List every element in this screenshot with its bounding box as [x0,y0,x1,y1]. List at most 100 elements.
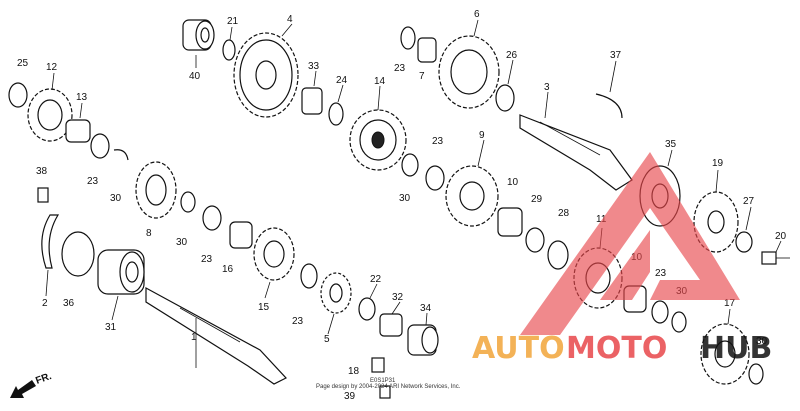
part-29-washer[interactable] [525,227,545,253]
part-6-gear[interactable] [438,35,500,109]
part-23-washer-d[interactable] [300,263,318,289]
part-26-washer[interactable] [495,84,515,112]
callout-1[interactable]: 1 [191,332,197,343]
callout-25[interactable]: 25 [17,58,29,69]
part-4-gear[interactable] [233,32,299,118]
part-18-bolt[interactable] [371,357,385,373]
callout-17[interactable]: 17 [724,298,736,309]
callout-14[interactable]: 14 [374,76,386,87]
callout-30c[interactable]: 30 [399,193,411,204]
front-direction-indicator: FR. [10,371,53,398]
footer-credit: Page design by 2004-2024 ARI Network Ser… [316,384,461,390]
callout-34[interactable]: 34 [420,303,432,314]
part-34-bearing[interactable] [407,324,439,356]
part-25-washer[interactable] [8,82,28,108]
part-17-gear[interactable] [700,323,750,385]
part-8-gear[interactable] [135,161,177,219]
callout-4[interactable]: 4 [287,14,293,25]
part-36-circlip[interactable] [61,231,95,277]
callout-22[interactable]: 22 [370,274,382,285]
callout-40[interactable]: 40 [189,71,201,82]
part-14-gear[interactable] [349,109,407,171]
part-2-bracket[interactable] [41,214,60,269]
part-9-gear[interactable] [445,165,499,227]
part-23-washer-a[interactable] [400,26,416,50]
callout-24[interactable]: 24 [336,75,348,86]
part-39-bolt[interactable] [379,385,391,399]
part-23-washer-c[interactable] [202,205,222,231]
callout-12[interactable]: 12 [46,62,58,73]
watermark-triangle-logo [520,152,740,335]
callout-38[interactable]: 38 [36,166,48,177]
callout-19[interactable]: 19 [712,158,724,169]
callout-18[interactable]: 18 [348,366,360,377]
part-23-washer-f[interactable] [651,300,669,324]
part-7-collar[interactable] [417,37,437,63]
callout-23a[interactable]: 23 [394,63,406,74]
callout-20[interactable]: 20 [775,231,787,242]
callout-36[interactable]: 36 [63,298,75,309]
part-31-bearing[interactable] [97,249,145,295]
callout-37[interactable]: 37 [610,50,622,61]
part-27-plate[interactable] [735,231,753,253]
callout-30b[interactable]: 30 [176,237,188,248]
callout-6[interactable]: 6 [474,9,480,20]
footer-code: E0S1P31 [370,378,396,384]
part-23-washer-e[interactable] [425,165,445,191]
callout-26[interactable]: 26 [506,50,518,61]
watermark-text-auto: AUTO [472,331,565,366]
callout-23e[interactable]: 23 [432,136,444,147]
part-12-gear[interactable] [27,88,73,142]
part-30-circlip-b[interactable] [180,191,196,213]
callout-23b[interactable]: 23 [87,176,99,187]
callout-2[interactable]: 2 [42,298,48,309]
callout-11[interactable]: 11 [596,214,607,225]
part-32-needle-bearing[interactable] [379,313,403,337]
callout-8[interactable]: 8 [146,228,152,239]
callout-23f[interactable]: 23 [655,268,667,279]
part-10-bushing-a[interactable] [497,207,523,237]
callout-32[interactable]: 32 [392,292,404,303]
part-1-mainshaft[interactable] [145,286,287,385]
watermark-text-hub: HUB [700,331,772,366]
callout-10a[interactable]: 10 [507,177,519,188]
callout-30e[interactable]: 30 [756,336,768,347]
callout-15[interactable]: 15 [258,302,270,313]
part-33-needle-bearing[interactable] [301,87,323,115]
callout-21[interactable]: 21 [227,16,239,27]
callout-5[interactable]: 5 [324,334,330,345]
part-30-circlip-a[interactable] [113,149,129,161]
callout-31[interactable]: 31 [105,322,117,333]
callout-13[interactable]: 13 [76,92,88,103]
callout-33[interactable]: 33 [308,61,320,72]
callout-35[interactable]: 35 [665,139,677,150]
callout-3[interactable]: 3 [544,82,550,93]
callout-23d[interactable]: 23 [292,316,304,327]
part-30-circlip-d[interactable] [671,311,687,333]
part-24-washer[interactable] [328,102,344,126]
part-30-circlip-c[interactable] [401,153,419,177]
part-21-washer[interactable] [222,39,236,61]
part-5-gear[interactable] [320,272,352,314]
callout-29[interactable]: 29 [531,194,543,205]
part-40-bearing[interactable] [182,19,215,51]
part-28-washer[interactable] [547,240,569,270]
callout-27[interactable]: 27 [743,196,755,207]
part-22-washer[interactable] [358,297,376,321]
part-20-bolt[interactable] [761,251,790,265]
part-15-gear[interactable] [253,227,295,281]
callout-39[interactable]: 39 [344,391,356,402]
callout-9[interactable]: 9 [479,130,485,141]
part-16-bushing[interactable] [229,221,253,249]
part-37-circlip[interactable] [595,93,623,119]
part-3-countershaft[interactable] [519,114,633,191]
callout-30a[interactable]: 30 [110,193,122,204]
callout-7[interactable]: 7 [419,71,425,82]
callout-23c[interactable]: 23 [201,254,213,265]
callout-28[interactable]: 28 [558,208,570,219]
part-23-washer-b[interactable] [90,133,110,159]
part-30-circlip-e[interactable] [748,363,764,385]
part-13-bushing[interactable] [65,119,91,143]
part-38-bolt[interactable] [37,187,49,203]
callout-16[interactable]: 16 [222,264,234,275]
